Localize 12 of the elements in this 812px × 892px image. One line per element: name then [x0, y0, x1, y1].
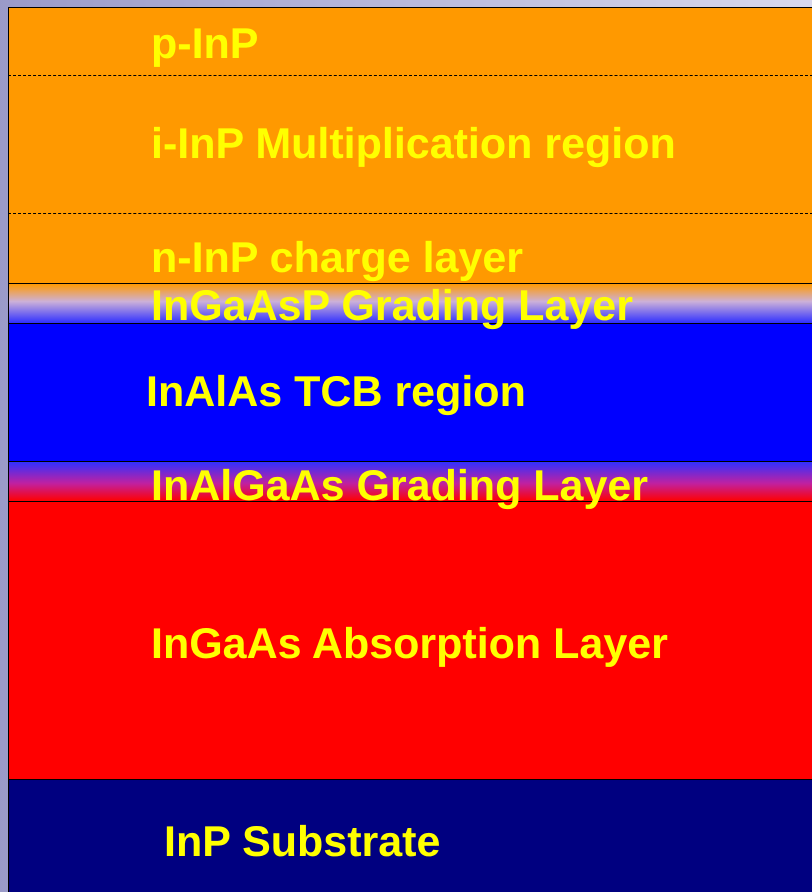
layer-band [8, 75, 812, 213]
layer-label: InGaAs Absorption Layer [151, 620, 668, 668]
layer-label: InAlAs TCB region [146, 368, 526, 416]
layer-band [8, 213, 812, 283]
layer-label: InGaAsP Grading Layer [151, 282, 633, 330]
layer-label: InP Substrate [164, 818, 440, 866]
layer-label: i-InP Multiplication region [151, 120, 676, 168]
layer-label: InAlGaAs Grading Layer [151, 462, 648, 510]
layer-label: p-InP [151, 20, 258, 68]
layer-label: n-InP charge layer [151, 234, 524, 282]
layer-band [8, 7, 812, 75]
layer-band [8, 779, 812, 892]
